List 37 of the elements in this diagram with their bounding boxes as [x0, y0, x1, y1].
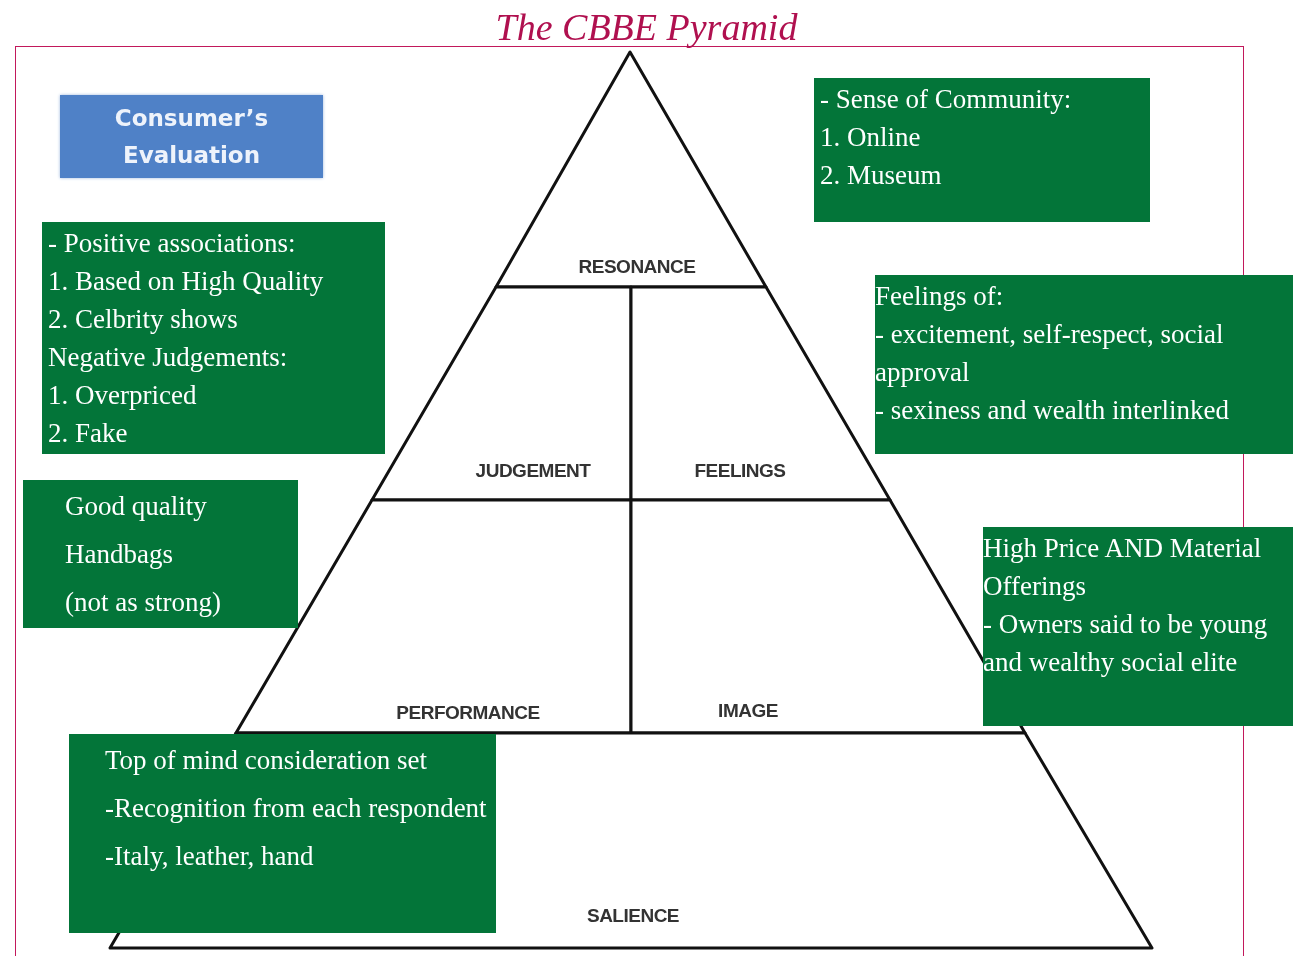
pyramid-section [236, 500, 631, 733]
note-text: Feelings of: [875, 280, 1005, 313]
pyramid-section [496, 52, 766, 287]
note-text: 1. Overpriced [48, 379, 198, 412]
note-text: - Owners said to be young and wealthy social elite [983, 608, 1269, 679]
note-box [42, 222, 385, 454]
note-text: - excitement, self-respect, social approval [875, 318, 1225, 389]
note-box [983, 527, 1293, 726]
note-text: Handbags [64, 538, 174, 571]
note-text: 2. Fake [48, 417, 129, 450]
note-box [23, 480, 298, 628]
note-text: - sexiness and wealth interlinked [875, 394, 1230, 427]
note-box [875, 275, 1293, 454]
note-box [69, 734, 496, 933]
note-text: -Recognition from each respondent [104, 792, 488, 825]
note-text: Negative Judgements: [48, 341, 289, 374]
note-text: - Sense of Community: [820, 83, 1073, 116]
note-text: High Price AND Material Offerings [983, 532, 1263, 603]
note-text: (not as strong) [64, 586, 222, 619]
level-label: RESONANCE [578, 256, 696, 278]
note-text: 1. Online [820, 121, 922, 154]
note-text: 2. Celbrity shows [48, 303, 239, 336]
level-label: JUDGEMENT [475, 460, 591, 482]
note-text: 2. Museum [820, 159, 943, 192]
diagram-title: The CBBE Pyramid [494, 5, 799, 50]
note-text: Good quality [64, 490, 208, 523]
note-text: - Positive associations: [48, 227, 297, 260]
level-label: PERFORMANCE [396, 702, 540, 724]
note-text: -Italy, leather, hand [104, 840, 315, 873]
level-label: SALIENCE [586, 905, 680, 927]
heading-box: Consumer’s Evaluation [60, 95, 323, 178]
note-text: Top of mind consideration set [104, 744, 429, 777]
note-box [814, 78, 1150, 222]
pyramid-section [372, 287, 631, 500]
level-label: IMAGE [718, 700, 778, 722]
level-label: FEELINGS [694, 460, 786, 482]
note-text: 1. Based on High Quality [48, 265, 325, 298]
